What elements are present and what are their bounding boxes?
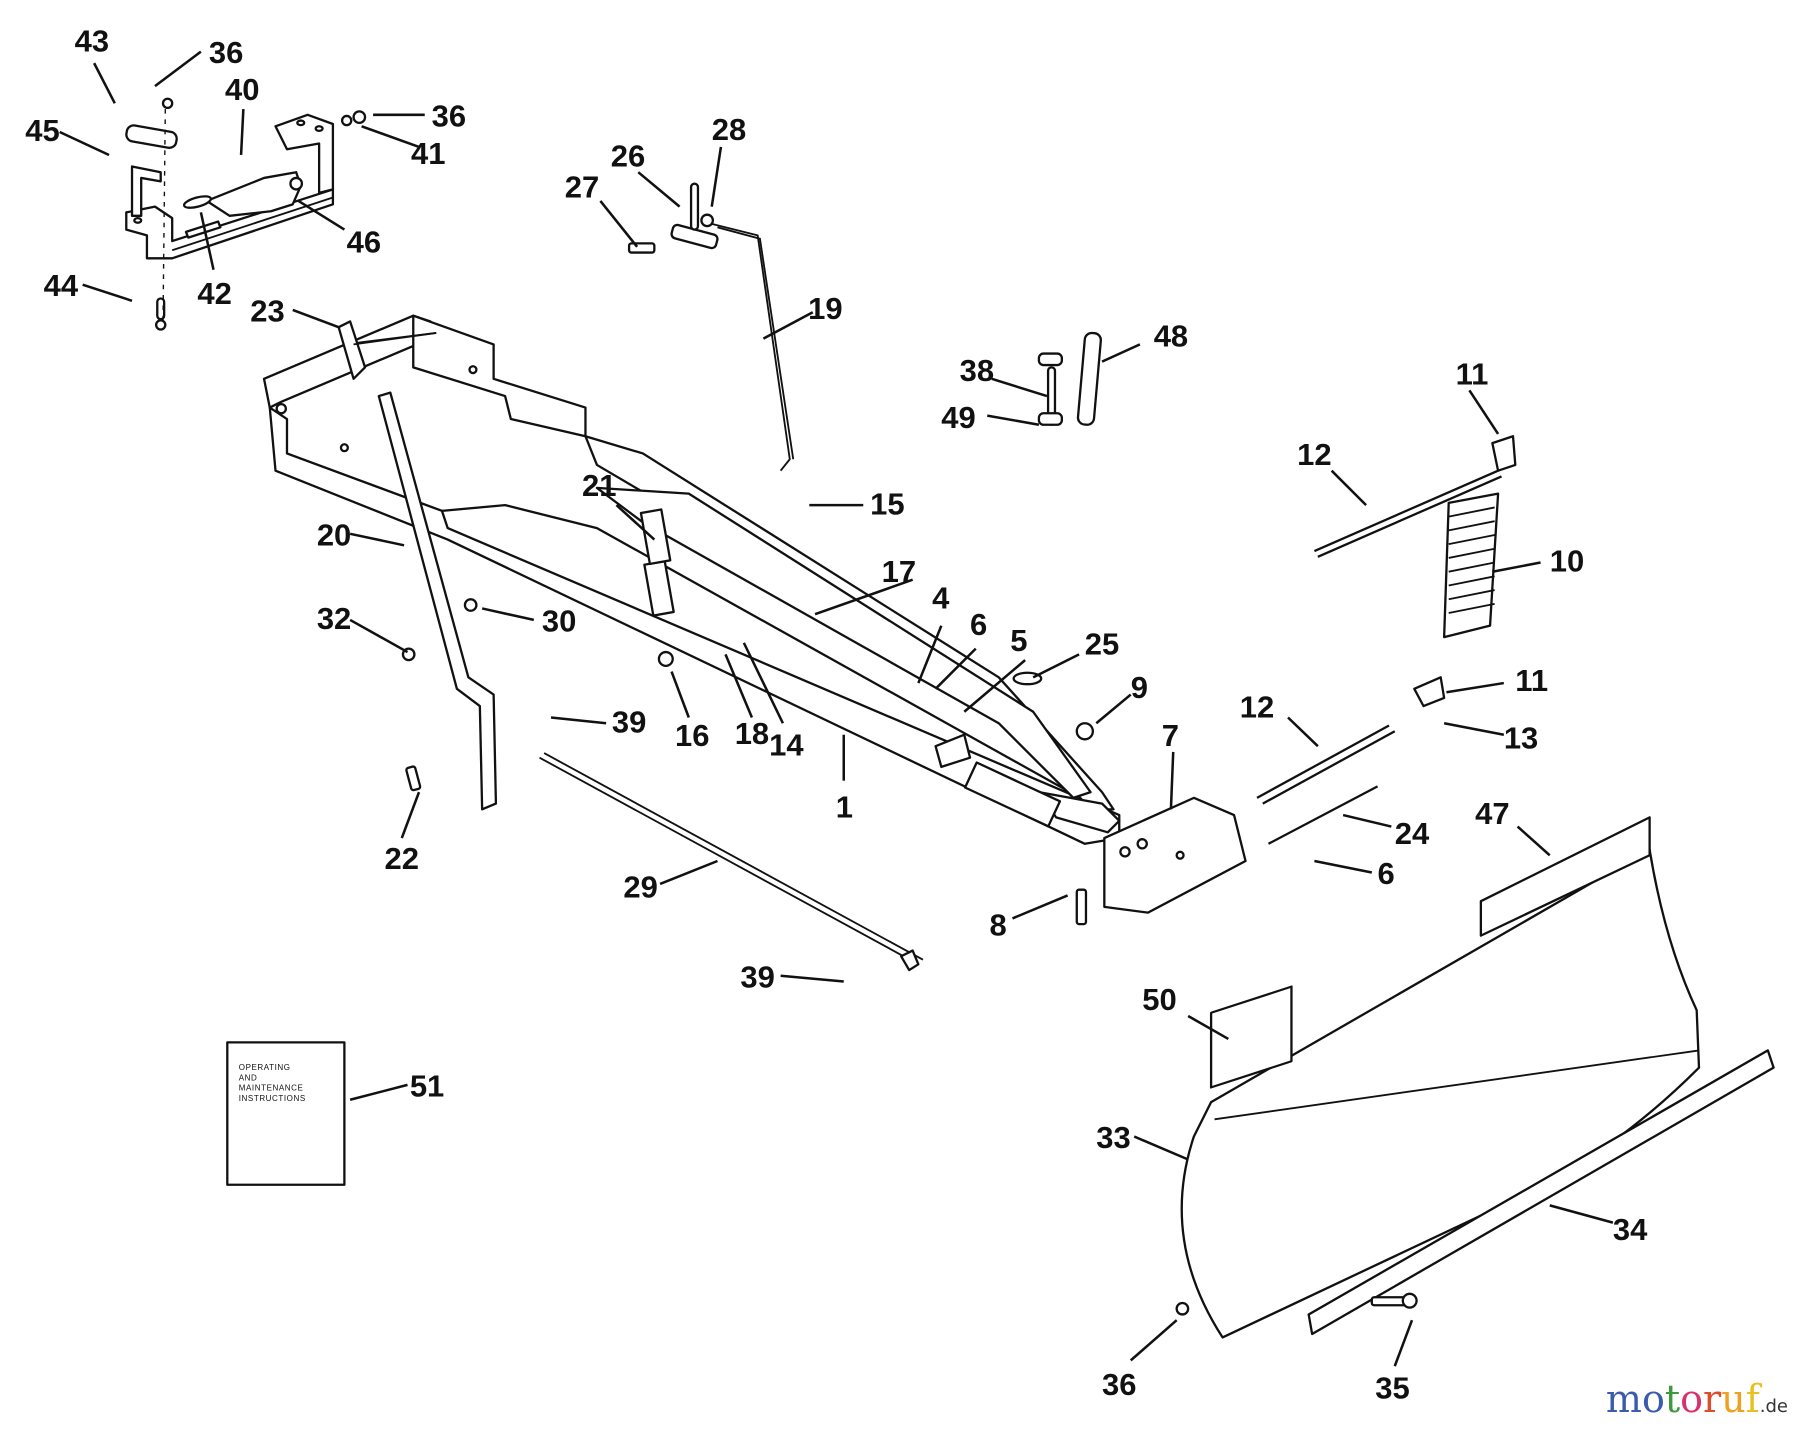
watermark-letter: o: [1680, 1377, 1704, 1421]
blade-bolt-35: [1175, 1292, 1418, 1316]
callout-39[interactable]: 39: [740, 959, 774, 994]
callout-30[interactable]: 30: [542, 603, 576, 638]
callout-21[interactable]: 21: [582, 468, 616, 503]
callout-9[interactable]: 9: [1131, 670, 1148, 705]
callout-18[interactable]: 18: [735, 716, 769, 751]
callout-34[interactable]: 34: [1613, 1212, 1648, 1247]
watermark-letter: m: [1605, 1377, 1642, 1421]
callout-22[interactable]: 22: [385, 841, 419, 876]
callout-51[interactable]: 51: [410, 1068, 444, 1103]
callout-46[interactable]: 46: [347, 225, 381, 260]
callout-47[interactable]: 47: [1475, 796, 1509, 831]
rods: [539, 222, 1502, 972]
callout-25[interactable]: 25: [1085, 626, 1119, 661]
callout-11[interactable]: 11: [1515, 663, 1548, 698]
callout-6[interactable]: 6: [970, 607, 987, 642]
callout-19[interactable]: 19: [808, 291, 842, 326]
callout-36[interactable]: 36: [209, 35, 243, 70]
callout-15[interactable]: 15: [870, 486, 904, 521]
callout-39[interactable]: 39: [612, 704, 646, 739]
motoruf-watermark: motoruf.de: [1606, 1377, 1788, 1421]
decal-50: [1209, 985, 1293, 1089]
callout-14[interactable]: 14: [769, 727, 804, 762]
watermark-letter: r: [1703, 1377, 1722, 1421]
callout-45[interactable]: 45: [25, 113, 59, 148]
callout-17[interactable]: 17: [882, 554, 916, 589]
spring: [1413, 435, 1517, 708]
callout-13[interactable]: 13: [1504, 720, 1538, 755]
callout-5[interactable]: 5: [1010, 623, 1027, 658]
callout-44[interactable]: 44: [44, 268, 79, 303]
latch-assembly: [627, 182, 719, 254]
callout-6[interactable]: 6: [1378, 856, 1395, 891]
lift-lever: [337, 320, 498, 811]
blade: [1180, 848, 1701, 1339]
callout-12[interactable]: 12: [1240, 689, 1274, 724]
leader-lines: [59, 50, 1614, 1367]
callout-7[interactable]: 7: [1162, 718, 1179, 753]
callout-49[interactable]: 49: [941, 400, 975, 435]
callout-10[interactable]: 10: [1550, 544, 1584, 579]
cutting-edge: [1307, 1049, 1775, 1336]
lift-frame: [262, 314, 1121, 845]
callout-11[interactable]: 11: [1456, 357, 1489, 392]
callout-33[interactable]: 33: [1096, 1120, 1130, 1155]
callout-27[interactable]: 27: [565, 169, 599, 204]
callout-48[interactable]: 48: [1154, 319, 1188, 354]
manual-line-4: INSTRUCTIONS: [239, 1094, 306, 1103]
manual-line-3: MAINTENANCE: [239, 1084, 304, 1093]
callouts: 43 36 40 36 45 41 42 46 44 23 27 26 28 1…: [25, 24, 1648, 1406]
callout-12[interactable]: 12: [1297, 437, 1331, 472]
callout-40[interactable]: 40: [225, 72, 259, 107]
watermark-letter: t: [1664, 1377, 1681, 1421]
blade-pivot-bracket: [1075, 796, 1247, 926]
callout-29[interactable]: 29: [623, 870, 657, 905]
callout-32[interactable]: 32: [317, 601, 351, 636]
callout-20[interactable]: 20: [317, 517, 351, 552]
pin-clip-plate: [125, 97, 367, 331]
callout-36[interactable]: 36: [1102, 1367, 1136, 1402]
operating-manual: OPERATING AND MAINTENANCE INSTRUCTIONS: [226, 1041, 346, 1186]
callout-16[interactable]: 16: [675, 718, 709, 753]
callout-23[interactable]: 23: [250, 293, 284, 328]
callout-42[interactable]: 42: [197, 276, 231, 311]
callout-36[interactable]: 36: [432, 98, 466, 133]
watermark-letter: f: [1745, 1377, 1760, 1421]
watermark-letter: o: [1641, 1377, 1665, 1421]
callout-35[interactable]: 35: [1375, 1370, 1409, 1405]
callout-50[interactable]: 50: [1142, 982, 1176, 1017]
callout-38[interactable]: 38: [960, 353, 994, 388]
callout-28[interactable]: 28: [712, 112, 746, 147]
callout-1[interactable]: 1: [836, 789, 853, 824]
manual-line-2: AND: [239, 1073, 258, 1082]
watermark-tld: .de: [1759, 1396, 1788, 1417]
callout-43[interactable]: 43: [75, 24, 109, 59]
callout-26[interactable]: 26: [611, 138, 645, 173]
callout-24[interactable]: 24: [1395, 816, 1430, 851]
decal-47: [1479, 816, 1651, 937]
callout-41[interactable]: 41: [411, 136, 445, 171]
watermark-logo: motoruf: [1606, 1377, 1760, 1421]
watermark-letter: u: [1721, 1377, 1746, 1421]
manual-line-1: OPERATING: [239, 1063, 291, 1072]
pivot-arm: [182, 171, 304, 217]
callout-4[interactable]: 4: [932, 580, 950, 615]
callout-8[interactable]: 8: [990, 908, 1007, 943]
